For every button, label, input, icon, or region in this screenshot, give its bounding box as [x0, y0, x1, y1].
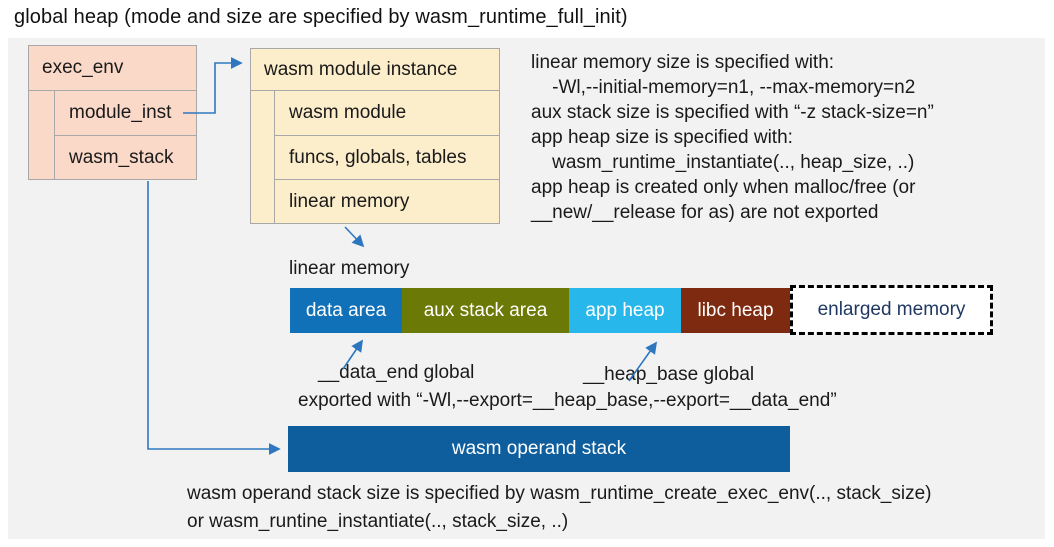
wasm-operand-stack-bar: wasm operand stack — [288, 426, 790, 472]
footer-line: wasm operand stack size is specified by … — [187, 483, 932, 504]
segment-data-area: data area — [290, 288, 402, 333]
exported-flags-label: exported with “-Wl,--export=__heap_base,… — [298, 390, 837, 411]
module-instance-row-linear-memory: linear memory — [274, 179, 499, 223]
module-instance-header: wasm module instance — [251, 49, 499, 91]
module-instance-row-funcs-globals-tables: funcs, globals, tables — [274, 135, 499, 179]
data-end-global-label: __data_end global — [318, 362, 475, 383]
note-line: __new/__release for as) are not exported — [531, 202, 879, 223]
exec-env-row-wasm-stack: wasm_stack — [54, 135, 196, 179]
heap-base-global-label: __heap_base global — [583, 364, 755, 385]
module-instance-box: wasm module instance wasm module funcs, … — [250, 48, 500, 224]
note-line: app heap size is specified with: — [531, 127, 793, 148]
note-line: app heap is created only when malloc/fre… — [531, 177, 916, 198]
footer-line: or wasm_runtine_instantiate(.., stack_si… — [187, 511, 569, 532]
page-title: global heap (mode and size are specified… — [14, 6, 628, 28]
segment-aux-stack-area: aux stack area — [402, 288, 569, 333]
note-line: aux stack size is specified with “-z sta… — [531, 102, 934, 123]
note-line: -Wl,--initial-memory=n1, --max-memory=n2 — [531, 77, 916, 98]
operand-stack-notes: wasm operand stack size is specified by … — [187, 480, 932, 536]
module-instance-row-wasm-module: wasm module — [274, 91, 499, 135]
linear-memory-bar: data area aux stack area app heap libc h… — [290, 288, 790, 333]
memory-notes: linear memory size is specified with: -W… — [531, 50, 934, 225]
note-line: wasm_runtime_instantiate(.., heap_size, … — [531, 152, 915, 173]
exec-env-box: exec_env module_inst wasm_stack — [28, 45, 197, 180]
exec-env-header: exec_env — [29, 46, 196, 91]
segment-libc-heap: libc heap — [681, 288, 790, 333]
segment-enlarged-memory: enlarged memory — [790, 285, 993, 335]
exec-env-row-module-inst: module_inst — [54, 91, 196, 135]
note-line: linear memory size is specified with: — [531, 52, 835, 73]
linear-memory-label: linear memory — [289, 258, 410, 279]
segment-app-heap: app heap — [569, 288, 681, 333]
